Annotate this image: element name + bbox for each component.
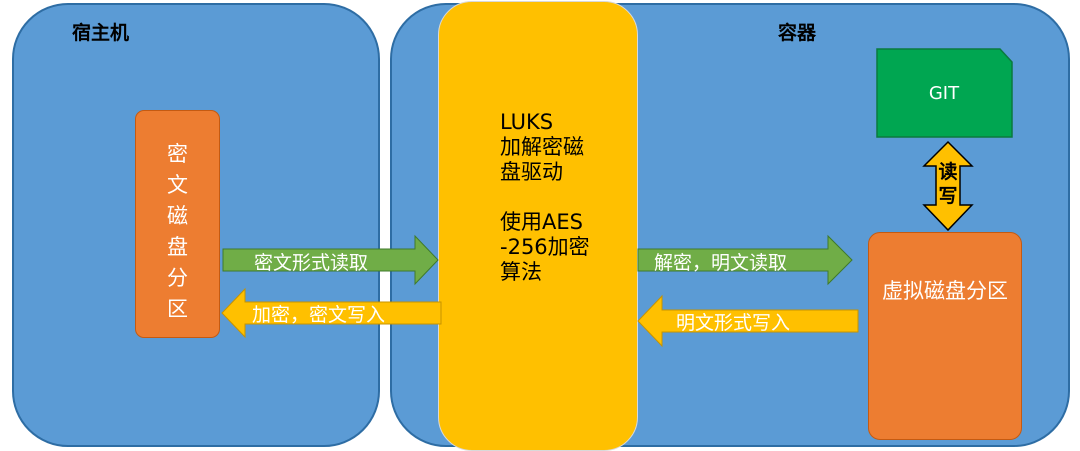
encrypted-partition-label: 密文磁盘分区 xyxy=(167,142,188,321)
label-write: 写 xyxy=(938,185,958,207)
git-box: GIT xyxy=(876,48,1020,138)
git-label: GIT xyxy=(928,82,960,104)
driver-line-algorithm: 使用AES-256加密算法 xyxy=(500,210,590,284)
driver-line-luks: LUKS xyxy=(500,110,554,134)
label-write-cipher: 加密，密文写入 xyxy=(252,304,386,326)
luks-driver: LUKS 加解密磁盘驱动 使用AES-256加密算法 xyxy=(438,1,638,451)
arrow-read-plain xyxy=(637,234,853,286)
label-read-write: 读 写 xyxy=(936,160,960,208)
driver-line-description: 加解密磁盘驱动 xyxy=(500,135,584,184)
arrow-read-cipher xyxy=(222,234,439,286)
arrow-write-cipher xyxy=(221,287,442,339)
arrow-read-write xyxy=(922,140,974,232)
encrypted-disk-partition: 密文磁盘分区 xyxy=(135,110,220,338)
label-read-plain: 解密，明文读取 xyxy=(654,252,788,274)
label-read-cipher: 密文形式读取 xyxy=(254,252,369,274)
label-write-plain: 明文形式写入 xyxy=(676,312,791,334)
virtual-partition-label: 虚拟磁盘分区 xyxy=(882,279,1008,303)
git-shape xyxy=(876,48,1013,138)
host-title: 宿主机 xyxy=(72,22,130,44)
container-title: 容器 xyxy=(778,22,817,44)
arrow-write-plain xyxy=(637,294,859,348)
label-read: 读 xyxy=(938,161,958,183)
virtual-disk-partition: 虚拟磁盘分区 xyxy=(868,232,1022,440)
